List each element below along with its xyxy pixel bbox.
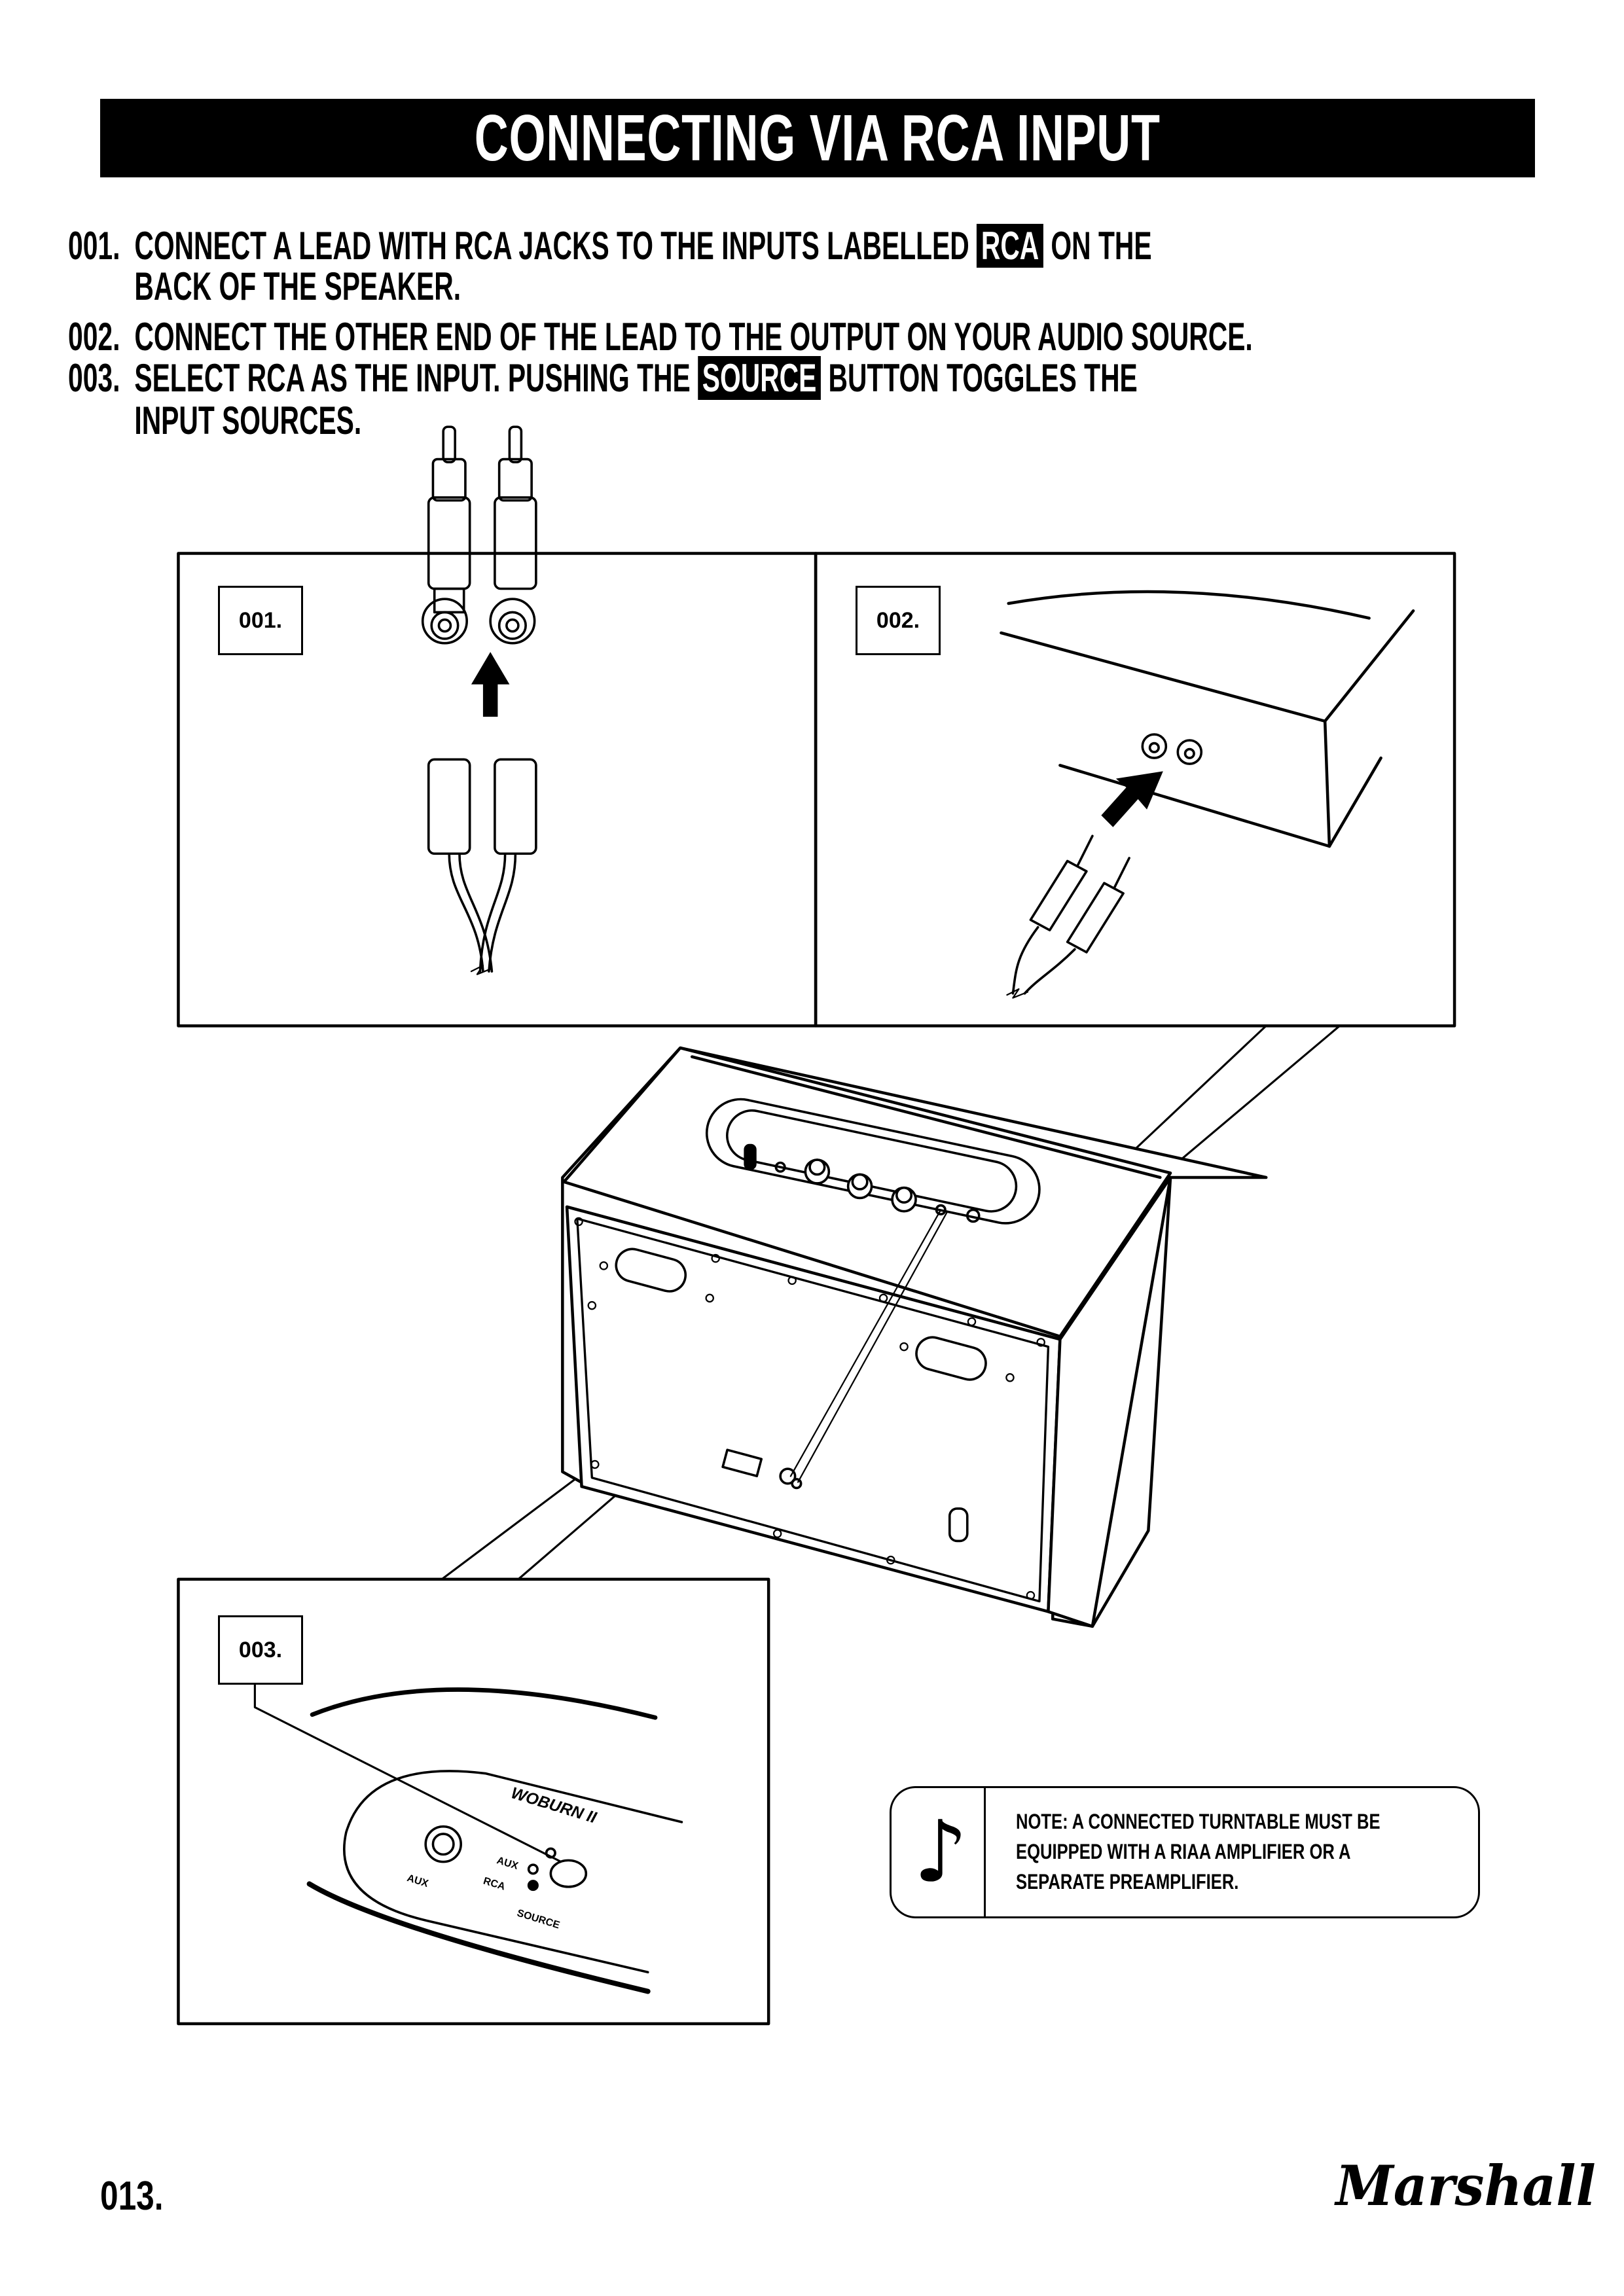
page-title-bar: CONNECTING VIA RCA INPUT: [100, 99, 1535, 177]
step-number: 001.: [68, 224, 120, 268]
step-number: 003.: [68, 356, 120, 400]
led-icon: [527, 1863, 539, 1875]
rca-plugs-icon: [1006, 834, 1130, 999]
note-divider: [984, 1788, 986, 1916]
panel-003-label: 003.: [218, 1615, 303, 1685]
rca-sockets-icon: [1141, 733, 1203, 765]
screws: [574, 1217, 1045, 1600]
step-number: 002.: [68, 315, 120, 359]
panel-001-label: 001.: [218, 586, 303, 655]
note-box: ♪ NOTE: A CONNECTED TURNTABLE MUST BE EQ…: [890, 1786, 1480, 1918]
source-label-highlight: SOURCE: [698, 356, 821, 400]
speaker-drawing: [561, 1046, 1268, 1628]
page-number: 013.: [100, 2174, 164, 2219]
arrow-diagonal-icon: [1101, 771, 1163, 827]
led-icon: [527, 1880, 539, 1892]
turntable-drawing: [1000, 590, 1415, 848]
note-text: NOTE: A CONNECTED TURNTABLE MUST BE EQUI…: [1016, 1810, 1380, 1893]
rca-plugs-icon: [427, 425, 537, 975]
rca-sockets-icon: [421, 598, 536, 645]
source-button-icon: [549, 1859, 588, 1888]
rca-label-highlight: RCA: [977, 224, 1044, 268]
page-title: CONNECTING VIA RCA INPUT: [475, 101, 1161, 175]
music-note-icon: ♪: [913, 1802, 968, 1901]
arrow-up-icon: [471, 652, 510, 717]
aux-jack-icon: [424, 1825, 462, 1863]
panel-002-frame: [814, 552, 1456, 1028]
marshall-logo: Marshall: [1335, 2153, 1596, 2218]
led-icon: [545, 1847, 556, 1859]
panel-002-label: 002.: [856, 586, 941, 655]
